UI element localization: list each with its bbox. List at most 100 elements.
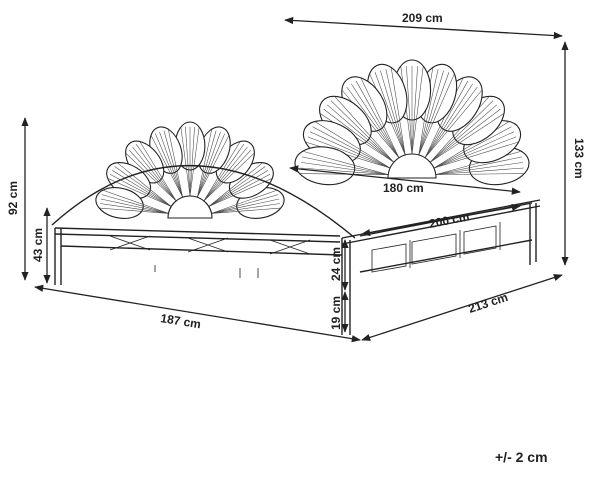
dim-180-line	[289, 165, 521, 195]
fan-vein	[380, 70, 406, 156]
label-footboard-height: 92 cm	[6, 181, 20, 215]
fan-vein	[418, 69, 439, 156]
dimension-lines	[21, 16, 569, 343]
label-rail-height: 24 cm	[329, 247, 343, 281]
fan-vein	[424, 80, 469, 158]
fan-vein	[424, 90, 482, 159]
footboard-fan	[51, 121, 356, 239]
label-total-length-diag: 213 cm	[467, 290, 510, 316]
fan-vein	[433, 126, 512, 169]
fan-vein	[103, 189, 169, 214]
fan-vein	[208, 162, 263, 207]
label-headboard-height: 133 cm	[572, 138, 586, 179]
fan-vein	[351, 83, 400, 158]
fan-vein	[327, 104, 395, 163]
fan-vein	[430, 113, 504, 163]
fan-vein	[430, 108, 501, 163]
fan-vein	[99, 207, 169, 214]
fan-vein	[418, 72, 450, 156]
fan-vein	[101, 194, 169, 214]
fan-vein	[424, 86, 478, 158]
dim-209-line	[284, 16, 563, 40]
fan-vein	[197, 135, 230, 198]
label-mattress-width: 180 cm	[383, 181, 424, 195]
fan-vein	[429, 100, 494, 163]
fan-vein	[374, 72, 406, 156]
fan-vein	[429, 104, 497, 163]
fan-vein	[197, 133, 225, 198]
label-leg-height: 43 cm	[31, 228, 45, 262]
fan-vein	[107, 178, 172, 207]
fan-vein	[208, 166, 266, 207]
fan-vein	[323, 108, 394, 163]
fan-vein	[211, 207, 281, 214]
fan-vein	[418, 70, 444, 156]
fan-vein	[203, 144, 245, 202]
fan-vein	[411, 66, 424, 155]
fan-vein	[390, 67, 406, 156]
fan-vein	[211, 189, 277, 214]
label-leg-clearance: 19 cm	[329, 296, 343, 330]
fan-vein	[203, 141, 241, 202]
fan-vein	[180, 127, 191, 197]
fan-vein	[197, 131, 221, 198]
fan-vein	[385, 69, 406, 156]
fan-vein	[360, 78, 400, 158]
fan-vein	[139, 141, 177, 202]
fan-vein	[128, 149, 177, 202]
fan-vein	[433, 141, 519, 169]
fan-vein	[197, 129, 212, 198]
fan-vein	[189, 127, 200, 197]
fan-vein	[168, 129, 183, 198]
fan-vein	[159, 131, 183, 198]
dim-200-line	[361, 203, 521, 237]
fan-vein	[309, 131, 391, 169]
label-total-width: 209 cm	[402, 11, 443, 25]
fan-vein	[433, 131, 515, 169]
fan-vein	[312, 126, 391, 169]
fan-hub	[387, 153, 437, 179]
label-mattress-length: 200 cm	[428, 209, 471, 231]
fan-vein	[163, 130, 183, 198]
fan-vein	[112, 170, 172, 207]
fan-vein	[307, 136, 391, 169]
fan-hub	[167, 195, 213, 219]
fan-vein	[411, 66, 418, 155]
fan-vein	[155, 133, 183, 198]
fan-vein	[211, 198, 280, 214]
fan-vein	[100, 198, 169, 214]
fan-vein	[424, 83, 473, 158]
fan-vein	[330, 100, 395, 163]
fan-vein	[346, 86, 400, 158]
fan-vein	[185, 126, 191, 197]
fan-vein	[208, 170, 268, 207]
fan-vein	[314, 121, 391, 169]
fan-vein	[99, 203, 169, 214]
fan-vein	[189, 126, 195, 197]
footboard-arch	[51, 165, 356, 239]
fan-vein	[203, 146, 248, 202]
fan-vein	[114, 166, 172, 207]
fan-vein	[211, 194, 279, 214]
fan-vein	[132, 146, 177, 202]
fan-vein	[433, 136, 517, 169]
dim-187-line	[34, 284, 361, 343]
fan-vein	[125, 153, 177, 202]
fan-vein	[418, 74, 455, 156]
headboard-fan	[294, 59, 530, 186]
fan-vein	[197, 130, 217, 198]
label-total-length-side: 187 cm	[160, 311, 202, 331]
fan-vein	[334, 96, 395, 163]
fan-vein	[208, 178, 273, 207]
fan-vein	[211, 203, 281, 214]
fan-vein	[203, 153, 255, 202]
tolerance-note: +/- 2 cm	[495, 449, 548, 465]
fan-vein	[406, 66, 413, 155]
fan-vein	[117, 162, 172, 207]
fan-vein	[135, 144, 177, 202]
dim-213-line	[361, 274, 563, 341]
fan-vein	[203, 149, 252, 202]
fan-vein	[355, 80, 400, 158]
